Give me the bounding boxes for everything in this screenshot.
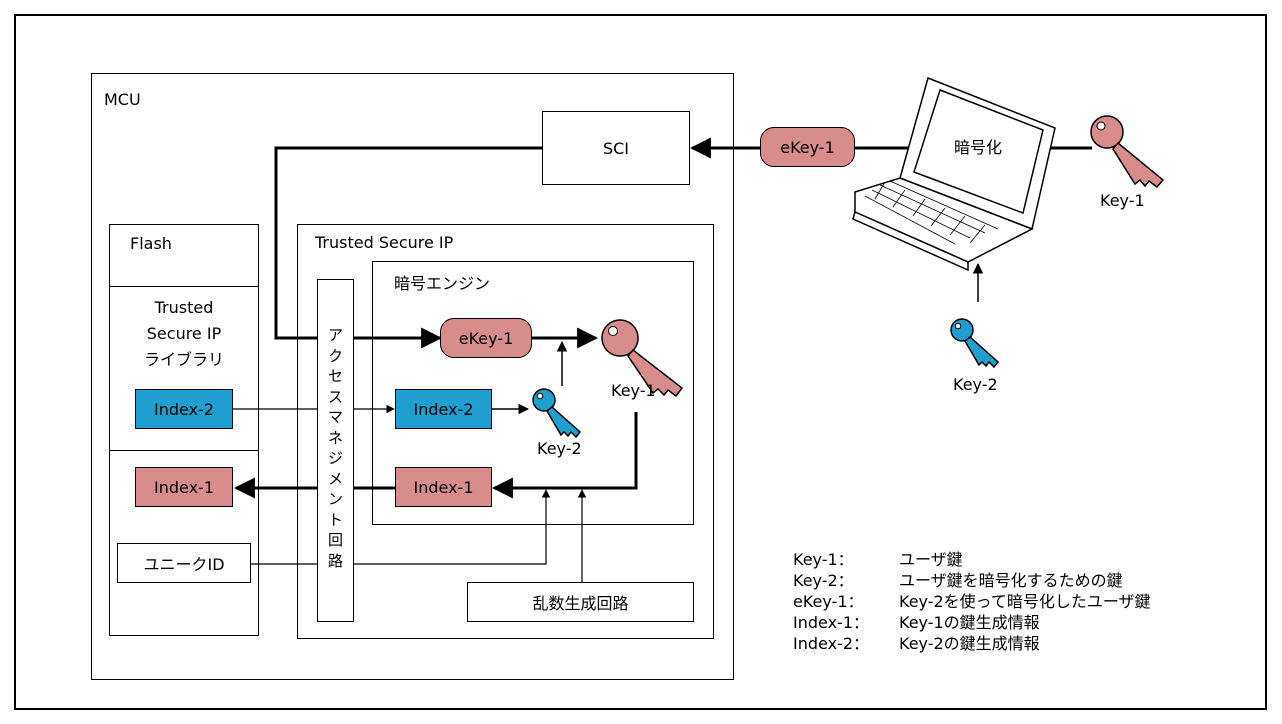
- rng-box: 乱数生成回路: [467, 582, 694, 622]
- engine-key2-label: Key-2: [537, 439, 582, 458]
- sci-label: SCI: [602, 138, 630, 158]
- engine-ekey1: eKey-1: [440, 318, 532, 358]
- access-management-label: ア ク セ ス マ ネ ジ メ ン ト 回 路: [327, 326, 343, 570]
- sci-box: SCI: [542, 111, 690, 185]
- unique-id-box: ユニークID: [117, 543, 251, 583]
- tsip-label: Trusted Secure IP: [315, 233, 454, 252]
- key2-engine-icon: [532, 388, 582, 439]
- flash-label: Flash: [130, 234, 172, 253]
- legend-row: Index-2：Key-2の鍵生成情報: [793, 634, 1040, 653]
- wire-sci-to-engine: [274, 146, 542, 349]
- key1-engine-icon: [601, 319, 684, 398]
- key1-external-icon: [1090, 115, 1165, 189]
- key2-external-icon: [950, 318, 1000, 369]
- access-management-circuit: [317, 279, 354, 622]
- crypto-engine-label: 暗号エンジン: [394, 274, 491, 293]
- flash-index1: Index-1: [135, 467, 233, 507]
- external-key1-label: Key-1: [1100, 191, 1145, 210]
- tsip-library-box: [109, 286, 259, 451]
- diagram-frame: [14, 14, 1267, 710]
- laptop-icon: [852, 76, 1056, 272]
- legend-row: Index-1：Key-1の鍵生成情報: [793, 613, 1040, 632]
- engine-key1-label: Key-1: [611, 381, 656, 400]
- legend-row: Key-2：ユーザ鍵を暗号化するための鍵: [793, 571, 1123, 590]
- legend-row: Key-1：ユーザ鍵: [793, 550, 963, 569]
- legend-row: eKey-1：Key-2を使って暗号化したユーザ鍵: [793, 592, 1151, 611]
- engine-index1: Index-1: [395, 467, 492, 507]
- external-key2-label: Key-2: [953, 375, 998, 394]
- wire-key1-to-index1: [491, 412, 638, 499]
- tsip-library-label: Trusted Secure IP ライブラリ: [143, 298, 224, 369]
- mcu-label: MCU: [104, 90, 141, 109]
- engine-index2: Index-2: [395, 389, 492, 429]
- encrypt-label: 暗号化: [951, 138, 1006, 158]
- external-ekey1: eKey-1: [760, 127, 855, 167]
- flash-index2: Index-2: [135, 389, 233, 429]
